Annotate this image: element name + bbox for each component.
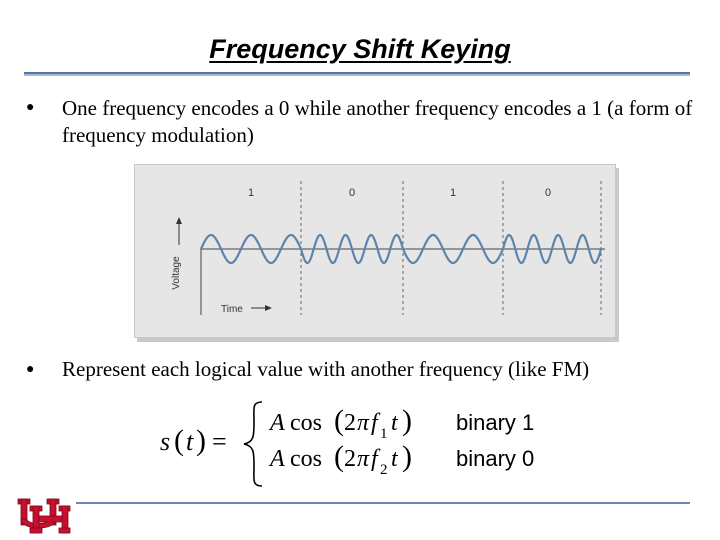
slide-title: Frequency Shift Keying bbox=[209, 34, 511, 64]
voltage-axis-label: Voltage bbox=[171, 256, 182, 290]
title-divider bbox=[24, 72, 690, 76]
bit-label: 0 bbox=[349, 187, 355, 199]
case1-paren: ( bbox=[334, 404, 344, 437]
case1-cos: cos bbox=[290, 410, 322, 436]
case1-label: binary 1 bbox=[456, 410, 534, 435]
bit-label: 1 bbox=[248, 187, 254, 199]
bullet-text-1: One frequency encodes a 0 while another … bbox=[62, 96, 693, 147]
formula-paren: ) bbox=[196, 424, 206, 457]
case2-label: binary 0 bbox=[456, 446, 534, 471]
bit-label: 1 bbox=[450, 187, 456, 199]
case1-two: 2 bbox=[344, 410, 356, 436]
case1-paren: ) bbox=[402, 404, 412, 437]
bit-label: 0 bbox=[545, 187, 551, 199]
footer-divider bbox=[76, 502, 690, 504]
case2-sub: 2 bbox=[380, 462, 388, 478]
case2-pi: π bbox=[357, 446, 370, 472]
case1-t: t bbox=[391, 410, 399, 436]
case2-f: f bbox=[371, 446, 381, 472]
case2-paren: ) bbox=[402, 440, 412, 473]
formula-brace bbox=[243, 401, 263, 487]
fsk-formula: s ( t ) = A cos ( 2 π f 1 t ) binary 1 A… bbox=[160, 401, 534, 487]
fsk-waveform-figure: 1 0 1 0 Voltage Time bbox=[134, 164, 616, 338]
fsk-waveform bbox=[199, 233, 603, 265]
time-axis-label: Time bbox=[221, 304, 243, 315]
time-arrow-head bbox=[265, 305, 272, 311]
formula-paren: ( bbox=[174, 424, 184, 457]
formula-equals: = bbox=[212, 427, 227, 456]
case1-A: A bbox=[268, 410, 285, 436]
case1-f: f bbox=[371, 410, 381, 436]
case2-A: A bbox=[268, 446, 285, 472]
bullet-text-2: Represent each logical value with anothe… bbox=[62, 357, 590, 381]
bit-boundaries bbox=[300, 181, 602, 315]
voltage-arrow-head bbox=[176, 217, 182, 224]
case2-two: 2 bbox=[344, 446, 356, 472]
case1-pi: π bbox=[357, 410, 370, 436]
formula-t: t bbox=[186, 427, 194, 456]
bullet-marker-2: ● bbox=[26, 362, 35, 377]
fsk-waveform-svg: 1 0 1 0 Voltage Time bbox=[171, 181, 605, 315]
case2-paren: ( bbox=[334, 440, 344, 473]
university-logo bbox=[17, 498, 71, 534]
case2-t: t bbox=[391, 446, 399, 472]
bullet-marker-1: ● bbox=[26, 100, 35, 115]
case1-sub: 1 bbox=[380, 426, 388, 442]
formula-s: s bbox=[160, 427, 170, 456]
case2-cos: cos bbox=[290, 446, 322, 472]
